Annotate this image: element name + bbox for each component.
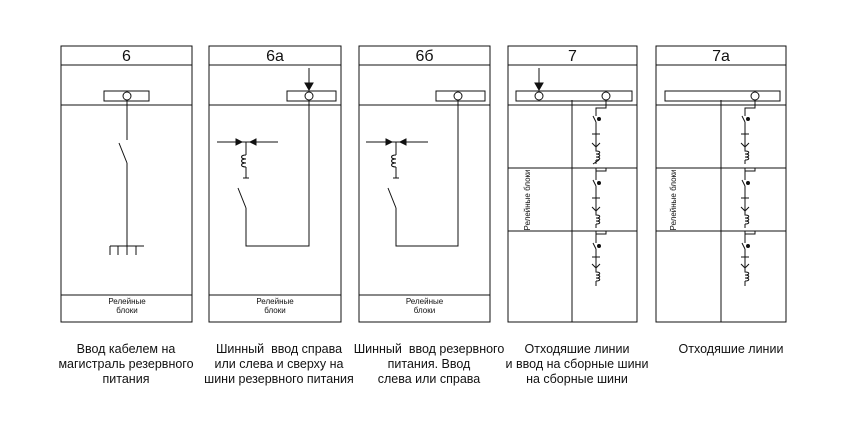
panel-7a-riser-3	[744, 230, 756, 243]
panel-6-relay-label-2: блоки	[116, 306, 137, 315]
caption-6-line-1: Ввод кабелем на	[76, 342, 176, 356]
panel-6a-busbar	[286, 90, 337, 102]
panel-6-number: 6	[122, 48, 131, 65]
panel-7-feeder-3-icon	[591, 242, 601, 286]
panel-7a-feeder-3-icon	[740, 242, 750, 286]
panel-6a-relay-label-1: Релейные	[256, 297, 294, 306]
panel-6a-top-arrow-icon	[304, 82, 314, 92]
panel-6a-current-transformer-icon	[241, 154, 247, 168]
caption-6b: Шинный ввод резервного питания. Ввод сле…	[349, 342, 509, 387]
panel-6b: 6б Релейные блоки	[358, 45, 491, 323]
caption-6b-line-2: питания. Ввод	[387, 357, 471, 371]
panel-7-riser-1	[595, 100, 607, 116]
caption-6-line-2: магистраль резервного	[58, 357, 194, 371]
panel-6a-number: 6а	[266, 48, 284, 65]
panel-6: 6 Релейные блоки	[60, 45, 193, 323]
caption-6-line-3: питания	[102, 372, 150, 386]
panel-7: 7 Релейные блоки	[507, 45, 638, 323]
caption-6b-line-1: Шинный ввод резервного	[353, 342, 505, 356]
caption-6a-line-1: Шинный ввод справа	[215, 342, 343, 356]
panel-6b-frame	[358, 45, 491, 323]
panel-6a-circuit	[237, 100, 310, 247]
caption-6: Ввод кабелем на магистраль резервного пи…	[46, 342, 206, 387]
panel-6a-side-arrows-icon	[235, 138, 257, 146]
caption-7a-line-1: Отходяшие линии	[678, 342, 784, 356]
panel-6b-side-feed	[366, 141, 428, 155]
panel-6-disconnector	[118, 100, 128, 246]
caption-6a-line-2: или слева и сверху на	[214, 357, 344, 371]
panel-7a: 7а Релейные блоки	[655, 45, 787, 323]
caption-6a: Шинный ввод справа или слева и сверху на…	[199, 342, 359, 387]
panel-6b-number: 6б	[415, 48, 433, 65]
caption-7: Отходяшие линии и ввод на сборные шини н…	[497, 342, 657, 387]
panel-7-feeder-2-icon	[591, 179, 601, 228]
panel-7-top-arrow-icon	[534, 82, 544, 92]
panel-6a-frame	[208, 45, 342, 323]
panel-7a-riser-1	[744, 100, 756, 116]
panel-7a-feeder-1-icon	[740, 115, 750, 164]
panel-6-frame	[60, 45, 193, 323]
panel-6b-current-transformer-icon	[391, 154, 397, 168]
panel-7a-feeder-2-icon	[740, 179, 750, 228]
caption-7-line-1: Отходяшие линии	[524, 342, 630, 356]
caption-7-line-2: и ввод на сборные шини	[505, 357, 649, 371]
panel-6b-busbar	[435, 90, 486, 102]
panel-6-cable-terminal	[109, 245, 144, 255]
panel-6a-ct-lead	[243, 167, 249, 179]
panel-7a-relay-label: Релейные блоки	[669, 170, 678, 231]
panel-6a: 6а Релейные блоки	[208, 45, 342, 323]
panel-7-busbar	[515, 90, 633, 102]
panel-6b-ct-lead	[393, 167, 399, 179]
panel-6b-side-arrows-icon	[385, 138, 407, 146]
panel-7-riser-2	[595, 167, 607, 180]
panel-7-number: 7	[568, 48, 577, 65]
panel-7-relay-label: Релейные блоки	[523, 170, 532, 231]
panel-6b-relay-label-2: блоки	[414, 306, 435, 315]
panel-7a-riser-2	[744, 167, 756, 180]
panel-6a-relay-label-2: блоки	[264, 306, 285, 315]
caption-6a-line-3: шини резервного питания	[204, 372, 354, 386]
caption-6b-line-3: слева или справа	[377, 372, 481, 386]
panel-7-busbar-node-left	[534, 91, 544, 101]
panel-7a-number: 7а	[712, 48, 730, 65]
panel-7-riser-3	[595, 230, 607, 243]
panel-6a-side-feed	[217, 141, 278, 155]
panel-7a-busbar	[664, 90, 781, 102]
panel-6b-circuit	[387, 100, 459, 247]
caption-7-line-3: на сборные шини	[526, 372, 628, 386]
panel-6-relay-label-1: Релейные	[108, 297, 146, 306]
panel-6b-relay-label-1: Релейные	[406, 297, 444, 306]
caption-7a: Отходяшие линии	[651, 342, 811, 357]
panel-7-feeder-1-icon	[591, 115, 601, 165]
